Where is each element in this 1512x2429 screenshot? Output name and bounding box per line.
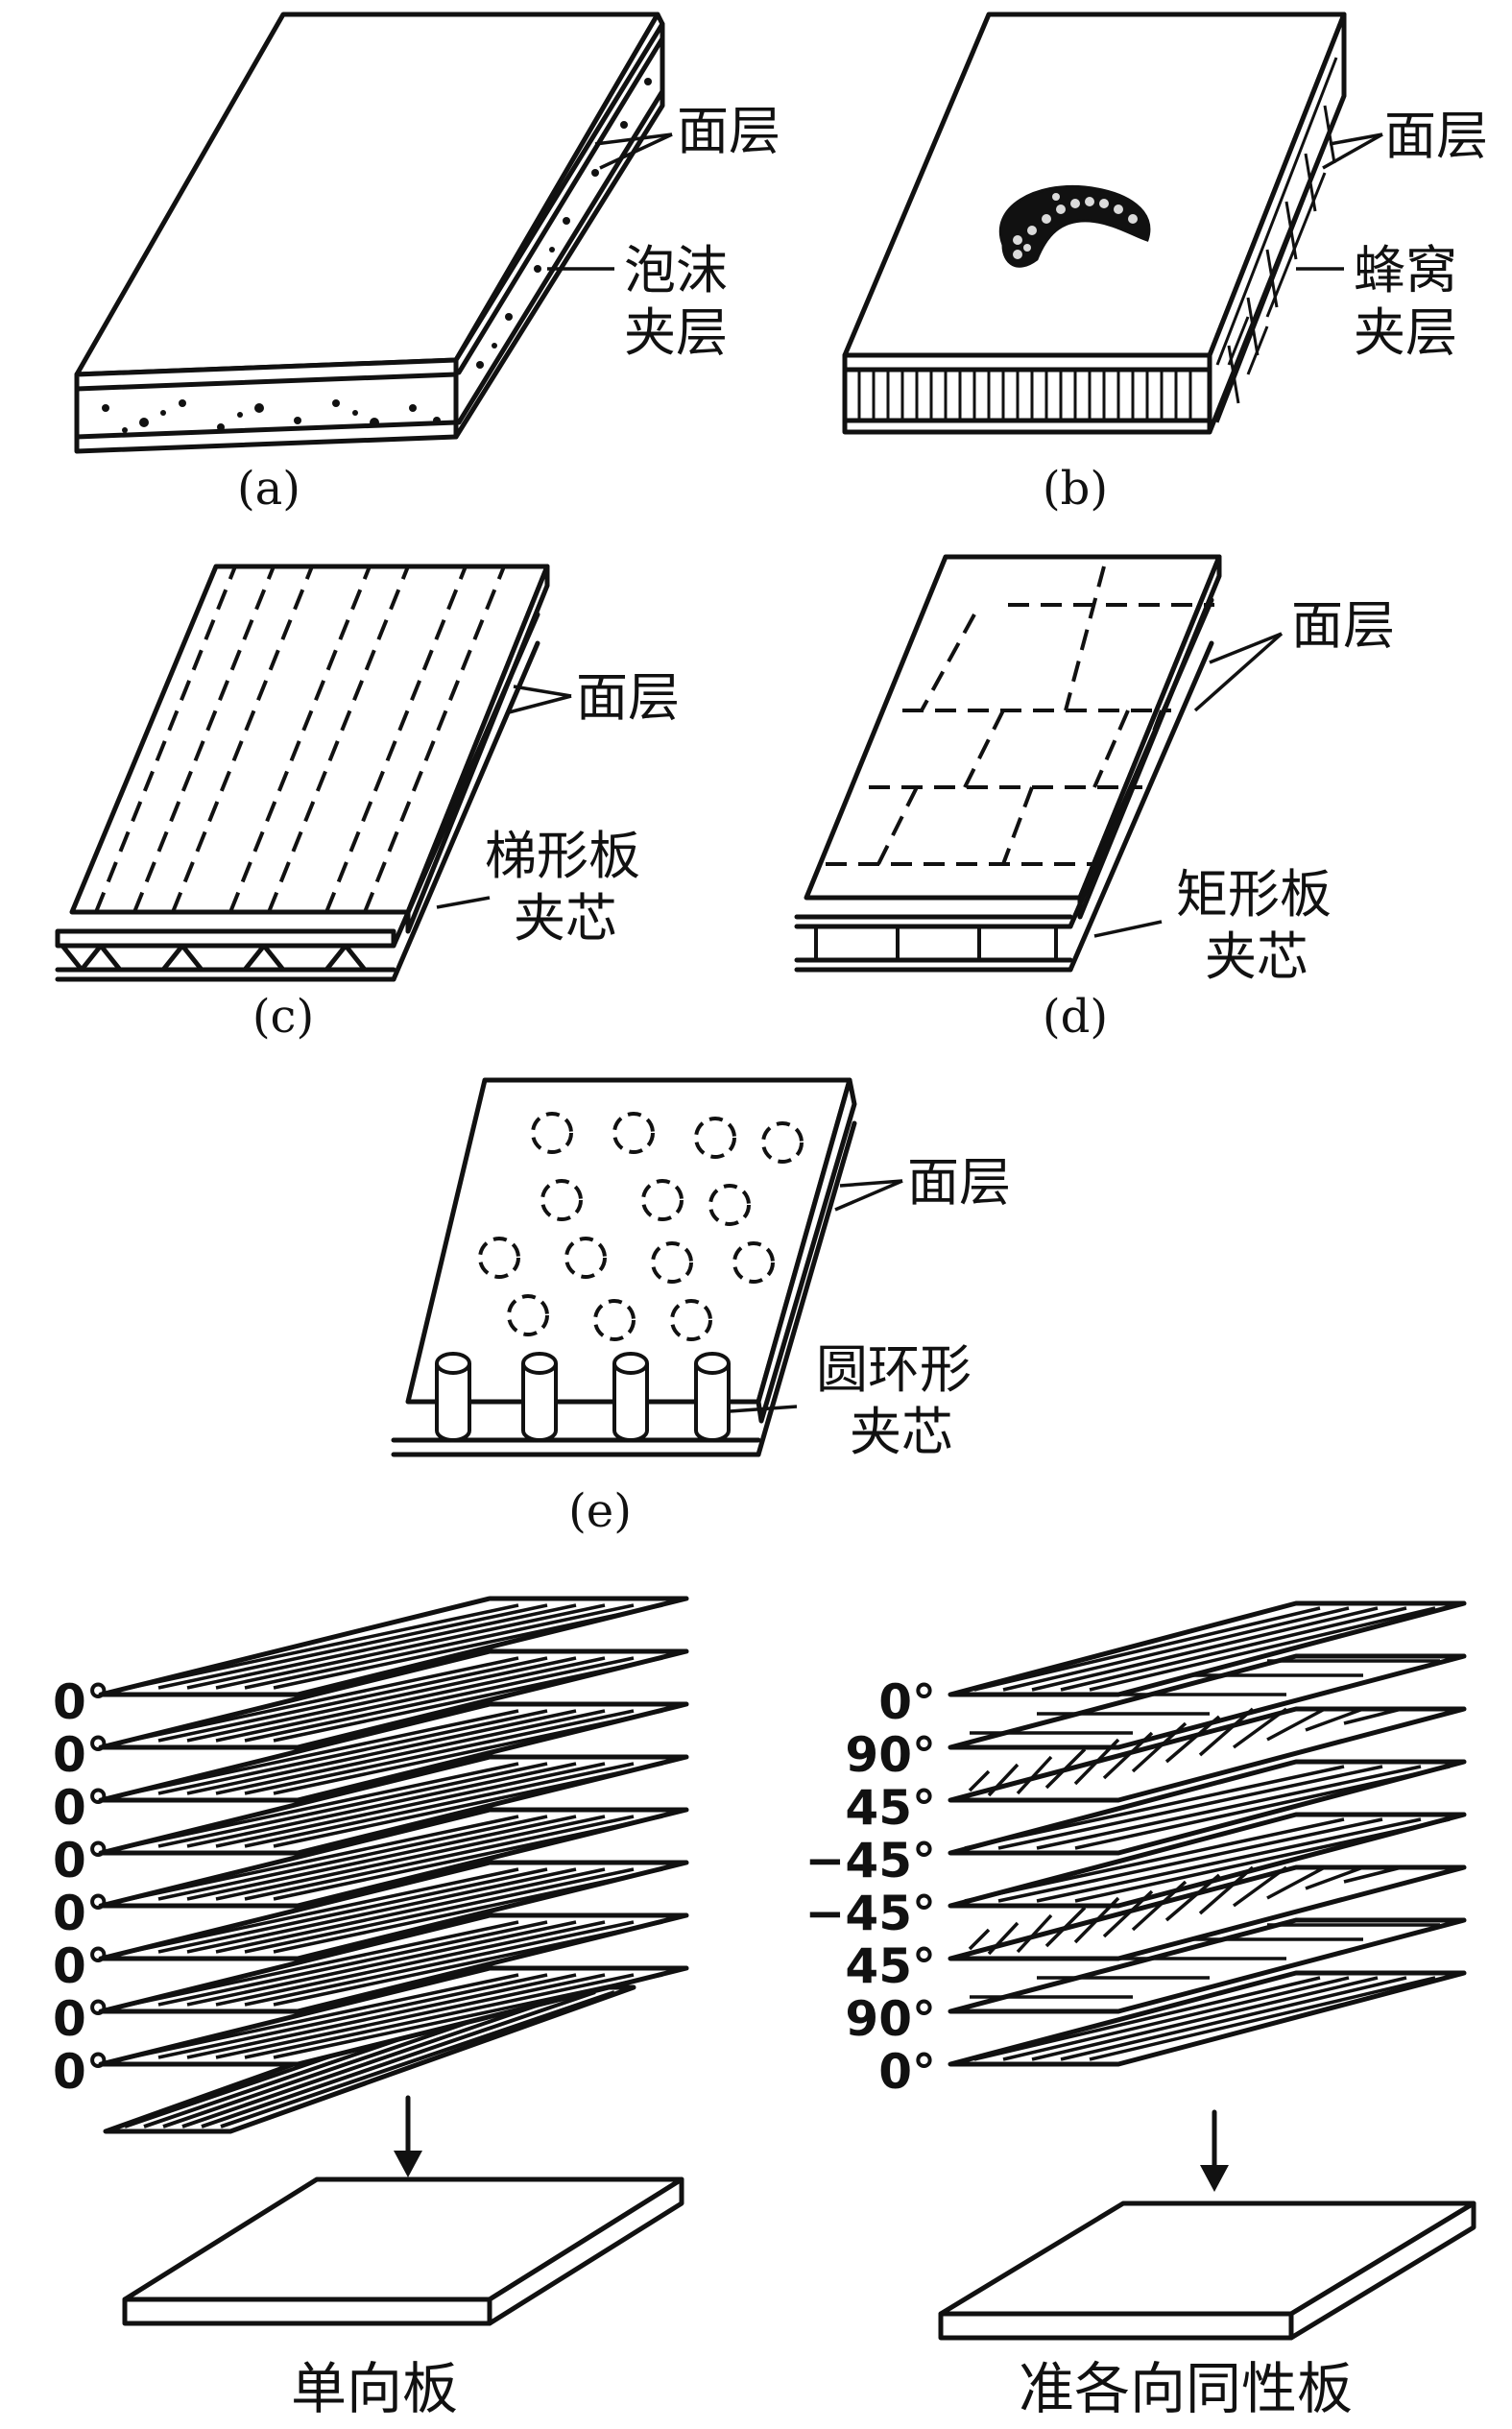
- panel-e-caption: (e): [568, 1484, 632, 1538]
- panel-a-caption: (a): [237, 462, 300, 516]
- panel-c-trapezoid-core: 面层 梯形板 夹芯 (c): [55, 564, 680, 1044]
- left-plies-full: [98, 1596, 689, 2067]
- panel-e-ring-core: 面层 圆环形 夹芯 (e): [391, 1077, 1011, 1538]
- panel-b-honeycomb-sandwich: 面层 蜂窝 夹层 (b): [842, 12, 1488, 516]
- right-laminate-title: 准各向同性板: [1019, 2356, 1353, 2421]
- left-down-arrow: [394, 2095, 422, 2177]
- honeycomb-cutaway-icon: [998, 184, 1151, 268]
- panel-a-face-label: 面层: [677, 101, 780, 161]
- left-angle-8: 0°: [53, 2044, 110, 2100]
- panel-d-core-label-2: 夹芯: [1205, 926, 1308, 987]
- foam-dots: [102, 78, 652, 433]
- left-angle-4: 0°: [53, 1833, 110, 1888]
- right-angle-3: 45°: [845, 1780, 936, 1836]
- honeycomb-front-cells: [857, 370, 1192, 421]
- panel-c-dashed-lines: [94, 565, 506, 913]
- panel-b-core-label-2: 夹层: [1354, 302, 1457, 363]
- right-angle-5: −45°: [805, 1886, 936, 1941]
- left-angle-5: 0°: [53, 1886, 110, 1941]
- right-angle-6: 45°: [845, 1938, 936, 1994]
- panel-d-rectangular-core: 面层 矩形板 夹芯 (d): [794, 554, 1395, 1044]
- right-angle-8: 0°: [878, 2044, 936, 2100]
- trapezoid-core-web: [60, 943, 392, 973]
- panel-d-core-label-1: 矩形板: [1176, 864, 1332, 925]
- left-result-plate: [122, 2176, 684, 2326]
- left-angle-1: 0°: [53, 1674, 110, 1730]
- right-down-arrow: [1200, 2109, 1229, 2192]
- right-angle-2: 90°: [845, 1727, 936, 1783]
- panel-b-face-label: 面层: [1384, 106, 1488, 166]
- ring-holes: [478, 1112, 804, 1341]
- panel-c-core-label-2: 夹芯: [514, 888, 617, 949]
- right-plies: [948, 1600, 1467, 2067]
- panel-e-core-label-1: 圆环形: [816, 1339, 972, 1400]
- panel-b-core-label-1: 蜂窝: [1354, 240, 1457, 301]
- panel-d-caption: (d): [1043, 990, 1108, 1044]
- left-angle-7: 0°: [53, 1991, 110, 2047]
- rect-core-webs: [814, 926, 1058, 960]
- panel-a-foam-sandwich: 面层 泡沫 夹层 (a): [74, 12, 780, 516]
- panel-d-face-label: 面层: [1291, 595, 1395, 656]
- panel-a-core-label-1: 泡沫: [624, 240, 728, 301]
- panel-c-face-label: 面层: [576, 667, 680, 728]
- unidirectional-laminate: 0° 0° 0° 0° 0° 0° 0° 0° 单向板: [53, 1596, 689, 2421]
- panel-d-dashed-grid: [826, 565, 1214, 866]
- right-angle-7: 90°: [845, 1991, 936, 2047]
- panel-e-face-label: 面层: [907, 1152, 1011, 1213]
- panel-e-core-label-2: 夹芯: [850, 1402, 953, 1462]
- left-laminate-title: 单向板: [291, 2356, 458, 2421]
- honeycomb-side-cells: [1215, 57, 1338, 423]
- left-angle-6: 0°: [53, 1938, 110, 1994]
- panel-c-core-label-1: 梯形板: [485, 826, 640, 886]
- ring-cylinders: [435, 1352, 731, 1442]
- left-angle-labels: 0° 0° 0° 0° 0° 0° 0° 0°: [53, 1674, 110, 2100]
- right-angle-4: −45°: [805, 1833, 936, 1888]
- left-angle-2: 0°: [53, 1727, 110, 1783]
- quasi-isotropic-laminate: 0° 90° 45° −45° −45° 45° 90° 0° 准各向同性板: [805, 1600, 1476, 2421]
- panel-c-caption: (c): [252, 990, 314, 1044]
- right-result-plate: [938, 2201, 1476, 2341]
- panel-b-caption: (b): [1043, 462, 1108, 516]
- right-angle-1: 0°: [878, 1674, 936, 1730]
- right-angle-labels: 0° 90° 45° −45° −45° 45° 90° 0°: [805, 1674, 936, 2100]
- left-angle-3: 0°: [53, 1780, 110, 1836]
- panel-a-core-label-2: 夹层: [624, 302, 728, 363]
